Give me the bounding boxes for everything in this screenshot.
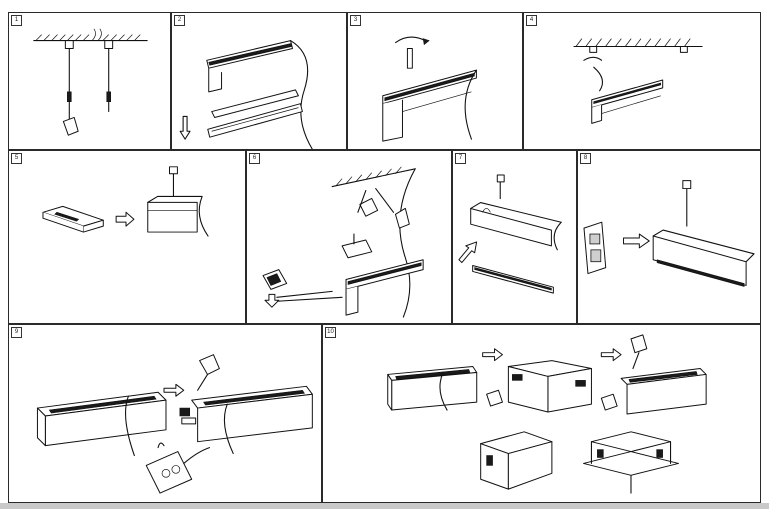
end-cap-fit-illustration [583, 180, 755, 287]
step-number: 8 [580, 153, 591, 164]
profile-cover-illustration [179, 40, 313, 149]
end-cap-screw-illustration [382, 36, 477, 142]
step-4-panel: 4 [523, 12, 761, 150]
footer-bar [0, 503, 769, 509]
step-10-panel: 10 [322, 324, 761, 503]
step-number: 9 [11, 327, 22, 338]
step-number: 5 [11, 153, 22, 164]
ceiling-anchor-illustration [33, 28, 148, 136]
step-1-panel: 1 [8, 12, 171, 150]
step-number: 3 [350, 15, 361, 26]
step-2-panel: 2 [171, 12, 347, 150]
step-number: 1 [11, 15, 22, 26]
wiring-connection-illustration [262, 166, 424, 318]
step-number: 10 [325, 327, 336, 338]
step-6-panel: 6 [246, 150, 452, 324]
hang-profile-illustration [573, 38, 703, 124]
step-number: 2 [174, 15, 185, 26]
corner-joint-illustration [387, 334, 707, 494]
driver-insert-illustration [42, 166, 209, 237]
step-9-panel: 9 [8, 324, 322, 503]
step-8-panel: 8 [577, 150, 761, 324]
step-number: 6 [249, 153, 260, 164]
step-7-panel: 7 [452, 150, 577, 324]
step-number: 4 [526, 15, 537, 26]
diffuser-insert-illustration [458, 174, 562, 294]
step-3-panel: 3 [347, 12, 523, 150]
step-number: 7 [455, 153, 466, 164]
linear-joint-illustration [36, 354, 313, 494]
step-5-panel: 5 [8, 150, 246, 324]
